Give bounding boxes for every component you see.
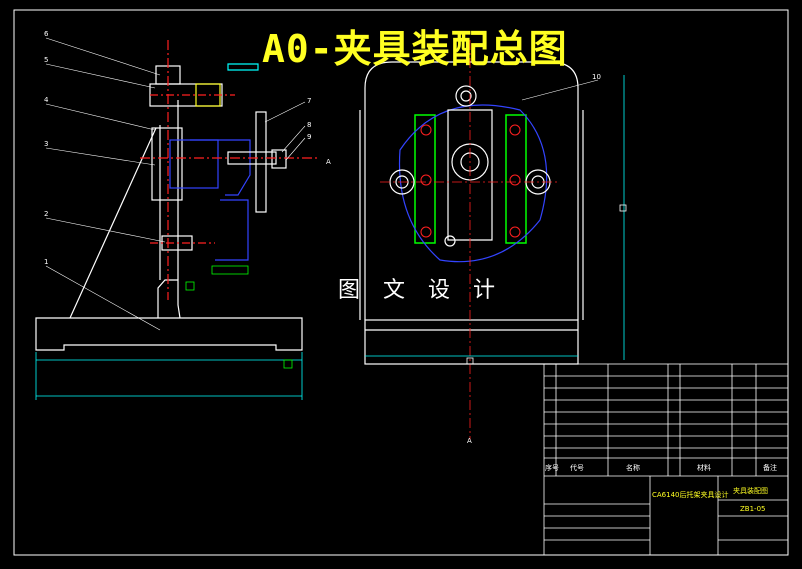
part-label-2: 2 [44, 210, 48, 218]
clamp-bar-left [414, 114, 436, 244]
header-material: 材料 [697, 463, 711, 472]
part-label-3: 3 [44, 140, 48, 148]
drawing-number: ZB1-05 [740, 505, 765, 513]
part-label-5: 5 [44, 56, 48, 64]
header-seq: 序号 [545, 463, 559, 472]
clamp-body [151, 127, 183, 201]
title-block [543, 363, 789, 556]
section-mark-front: A [467, 437, 472, 445]
watermark: 图 文 设 计 [338, 278, 503, 303]
header-remark: 备注 [763, 463, 777, 472]
header-code: 代号 [570, 463, 584, 472]
section-mark-side: A [326, 158, 331, 166]
support-frame [364, 61, 579, 320]
fixture-column [157, 279, 181, 319]
part-label-7: 7 [307, 97, 311, 105]
part-name: 夹具装配图 [733, 486, 768, 495]
part-label-1: 1 [44, 258, 48, 266]
front-base [364, 319, 579, 365]
part-label-6: 6 [44, 30, 49, 38]
fixture-base [35, 317, 303, 351]
header-name: 名称 [626, 463, 640, 472]
part-label-8: 8 [307, 121, 311, 129]
part-label-4: 4 [44, 96, 49, 104]
drawing-title: A0-夹具装配总图 [262, 27, 568, 71]
project-name: CA6140后托架夹具设计 [652, 490, 729, 499]
front-view [359, 40, 627, 440]
part-label-9: 9 [307, 133, 311, 141]
drawing-border [13, 9, 789, 556]
part-label-10: 10 [592, 73, 601, 81]
clamp-bar-right [505, 114, 527, 244]
column-rib [69, 127, 157, 319]
side-view [35, 37, 599, 400]
